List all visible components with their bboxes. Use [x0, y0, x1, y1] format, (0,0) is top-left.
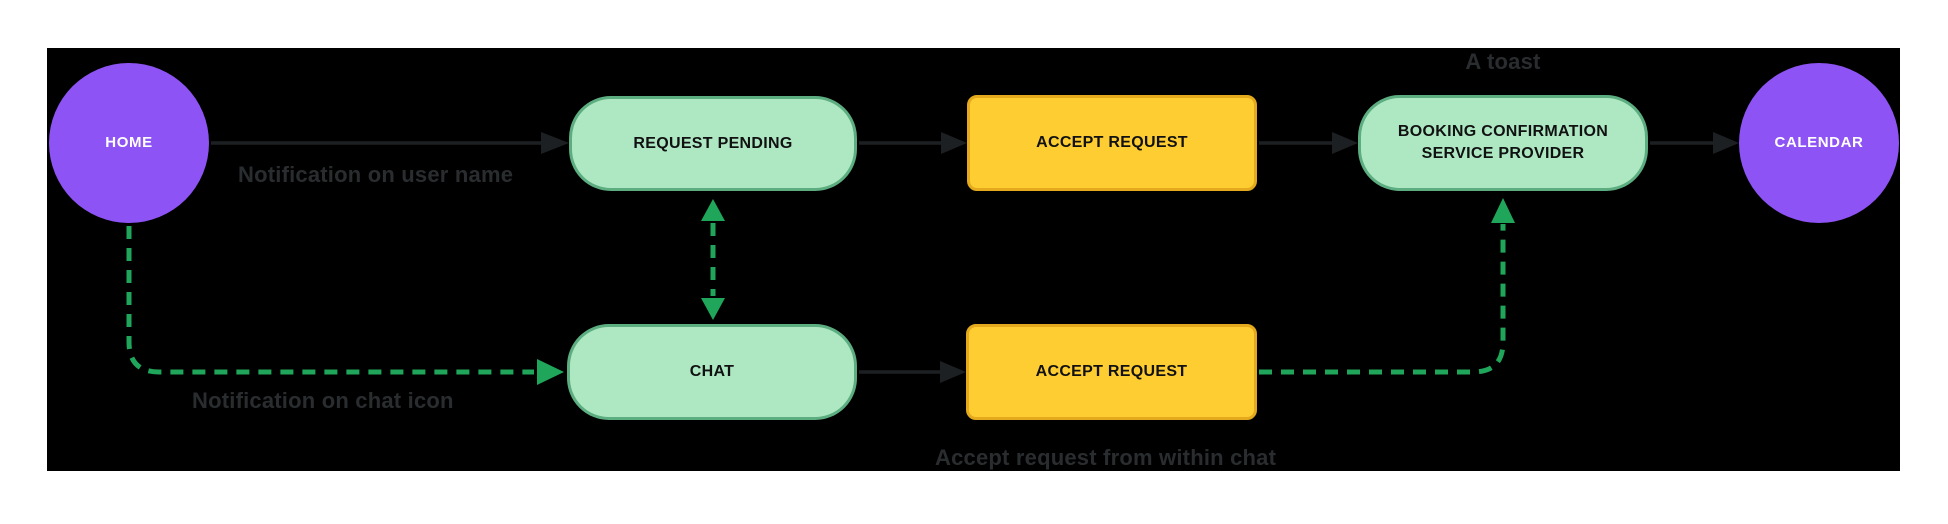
node-accept-request-bottom[interactable]: ACCEPT REQUEST [966, 324, 1257, 420]
annotation-notification-chat-icon: Notification on chat icon [192, 388, 454, 413]
node-request-pending[interactable]: REQUEST PENDING [569, 96, 857, 191]
node-chat[interactable]: CHAT [567, 324, 857, 420]
annotation-a-toast: A toast [1465, 49, 1541, 74]
node-calendar[interactable]: CALENDAR [1739, 63, 1899, 223]
node-label: HOME [105, 133, 153, 151]
node-label: ACCEPT REQUEST [1036, 134, 1188, 152]
node-label: BOOKING CONFIRMATION SERVICE PROVIDER [1397, 123, 1609, 162]
annotation-notification-user-name: Notification on user name [238, 162, 514, 187]
node-label: CHAT [689, 363, 735, 381]
node-label: CALENDAR [1774, 133, 1864, 151]
node-booking-confirmation[interactable]: BOOKING CONFIRMATION SERVICE PROVIDER [1358, 95, 1648, 191]
annotation-accept-from-within-chat: Accept request from within chat [935, 445, 1277, 470]
node-label: REQUEST PENDING [633, 134, 793, 152]
node-accept-request-top[interactable]: ACCEPT REQUEST [967, 95, 1257, 191]
node-home[interactable]: HOME [49, 63, 209, 223]
node-label: ACCEPT REQUEST [1035, 363, 1188, 381]
